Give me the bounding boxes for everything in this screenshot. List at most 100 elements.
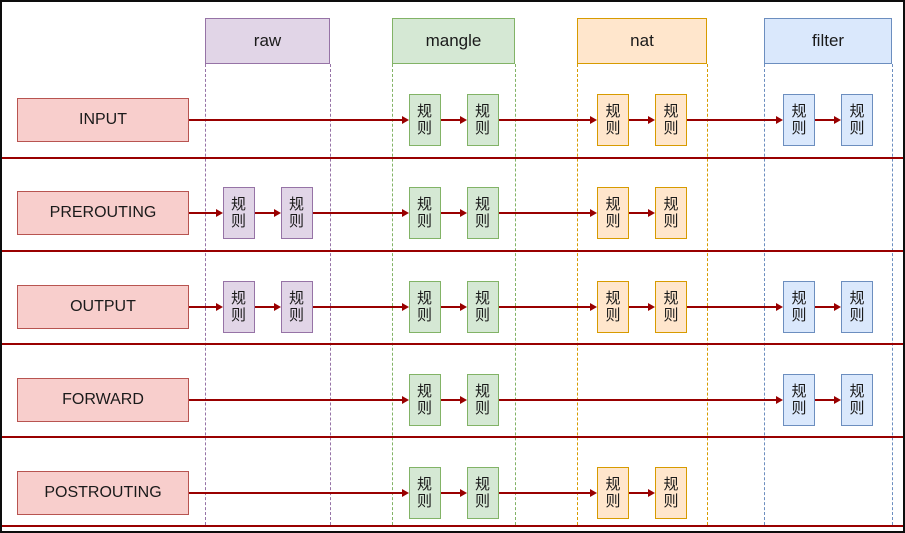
rule-box-label: 规则 — [791, 289, 807, 324]
rule-box-mangle: 规则 — [466, 374, 499, 426]
flow-arrow-head — [776, 396, 783, 404]
rule-box-label: 规则 — [663, 475, 679, 510]
flow-arrow-head — [273, 209, 281, 217]
flow-arrow-head — [401, 209, 409, 217]
row-separator-line — [2, 250, 903, 252]
row-separator-line — [2, 525, 903, 527]
rule-box-label: 规则 — [791, 382, 807, 417]
rule-box-label: 规则 — [230, 195, 246, 230]
rule-box-filter: 规则 — [841, 281, 873, 333]
rule-box-label: 规则 — [474, 289, 490, 324]
table-header-label: raw — [253, 31, 282, 50]
chain-box-input: INPUT — [17, 98, 189, 142]
flow-arrow-line — [629, 212, 649, 214]
flow-arrow-line — [498, 119, 591, 121]
flow-arrow-head — [590, 489, 597, 497]
rule-box-label: 规则 — [605, 475, 621, 510]
flow-arrow-line — [629, 119, 649, 121]
flow-arrow-line — [498, 492, 591, 494]
table-boundary-line-mangle-left — [392, 64, 393, 525]
chain-label: POSTROUTING — [44, 484, 162, 501]
flow-arrow-line — [815, 119, 835, 121]
rule-box-raw: 规则 — [280, 187, 313, 239]
chain-label: INPUT — [79, 111, 127, 128]
chain-label: OUTPUT — [70, 298, 136, 315]
table-header-label: mangle — [425, 31, 482, 50]
flow-arrow-head — [648, 489, 655, 497]
flow-arrow-head — [401, 303, 409, 311]
rule-box-nat: 规则 — [597, 187, 629, 239]
rule-box-label: 规则 — [416, 382, 432, 417]
rule-box-label: 规则 — [605, 195, 621, 230]
flow-arrow-line — [312, 212, 403, 214]
flow-arrow-head — [401, 116, 409, 124]
flow-arrow-head — [590, 303, 597, 311]
flow-arrow-line — [815, 399, 835, 401]
flow-arrow-head — [834, 303, 841, 311]
chain-label: FORWARD — [62, 391, 144, 408]
rule-box-label: 规则 — [288, 289, 304, 324]
flow-arrow-head — [273, 303, 281, 311]
table-boundary-line-raw-left — [205, 64, 206, 525]
rule-box-filter: 规则 — [783, 281, 815, 333]
flow-arrow-line — [189, 399, 403, 401]
rule-box-label: 规则 — [474, 102, 490, 137]
rule-box-label: 规则 — [849, 382, 865, 417]
chain-box-prerouting: PREROUTING — [17, 191, 189, 235]
table-boundary-line-mangle-right — [515, 64, 516, 525]
rule-box-filter: 规则 — [783, 94, 815, 146]
table-header-raw: raw — [205, 18, 330, 64]
flow-arrow-line — [254, 306, 275, 308]
rule-box-nat: 规则 — [655, 281, 687, 333]
flow-arrow-line — [189, 306, 217, 308]
flow-arrow-line — [498, 212, 591, 214]
rule-box-nat: 规则 — [597, 281, 629, 333]
flow-arrow-line — [189, 212, 217, 214]
rule-box-mangle: 规则 — [466, 94, 499, 146]
rule-box-label: 规则 — [663, 289, 679, 324]
flow-arrow-head — [648, 116, 655, 124]
row-separator-line — [2, 343, 903, 345]
rule-box-filter: 规则 — [841, 94, 873, 146]
rule-box-mangle: 规则 — [466, 281, 499, 333]
rule-box-mangle: 规则 — [466, 467, 499, 519]
rule-box-raw: 规则 — [222, 187, 255, 239]
flow-arrow-head — [648, 303, 655, 311]
rule-box-label: 规则 — [605, 289, 621, 324]
flow-arrow-line — [440, 399, 461, 401]
chain-box-output: OUTPUT — [17, 285, 189, 329]
flow-arrow-line — [498, 399, 777, 401]
rule-box-raw: 规则 — [222, 281, 255, 333]
chain-label: PREROUTING — [49, 204, 157, 221]
rule-box-label: 规则 — [605, 102, 621, 137]
rule-box-nat: 规则 — [655, 187, 687, 239]
flow-arrow-line — [440, 119, 461, 121]
rule-box-mangle: 规则 — [408, 187, 441, 239]
rule-box-label: 规则 — [416, 102, 432, 137]
rule-box-label: 规则 — [416, 475, 432, 510]
rule-box-label: 规则 — [474, 475, 490, 510]
flow-arrow-line — [498, 306, 591, 308]
rule-box-label: 规则 — [849, 289, 865, 324]
flow-arrow-line — [687, 306, 777, 308]
table-boundary-line-raw-right — [330, 64, 331, 525]
rule-box-filter: 规则 — [783, 374, 815, 426]
flow-arrow-head — [459, 489, 467, 497]
table-header-nat: nat — [577, 18, 707, 64]
rule-box-label: 规则 — [416, 289, 432, 324]
flow-arrow-line — [440, 492, 461, 494]
flow-arrow-line — [189, 119, 403, 121]
rule-box-label: 规则 — [474, 382, 490, 417]
rule-box-label: 规则 — [663, 195, 679, 230]
rule-box-label: 规则 — [416, 195, 432, 230]
flow-arrow-head — [215, 303, 223, 311]
row-separator-line — [2, 436, 903, 438]
rule-box-nat: 规则 — [655, 94, 687, 146]
flow-arrow-line — [189, 492, 403, 494]
flow-arrow-line — [440, 212, 461, 214]
table-header-label: filter — [811, 31, 845, 50]
rule-box-label: 规则 — [849, 102, 865, 137]
flow-arrow-line — [629, 492, 649, 494]
rule-box-mangle: 规则 — [408, 467, 441, 519]
